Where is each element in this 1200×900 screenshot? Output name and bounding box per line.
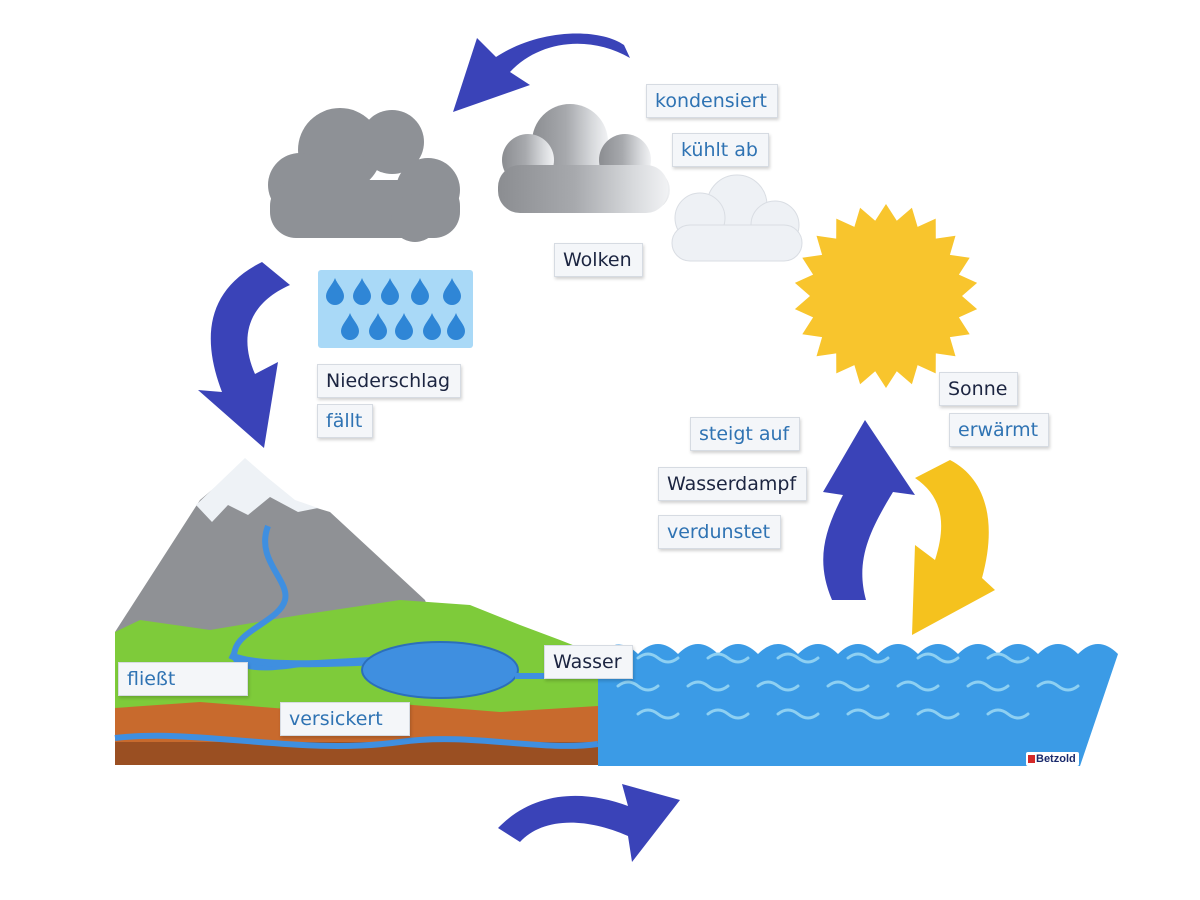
wave-icon (706, 708, 750, 720)
cycle-arrow-icon (198, 262, 290, 448)
wave-icon (986, 708, 1030, 720)
wave-icon (846, 708, 890, 720)
label-wasser[interactable]: Wasser (544, 645, 633, 679)
wave-icon (986, 652, 1030, 664)
label-steigt-auf[interactable]: steigt auf (690, 417, 801, 451)
mountain-icon (115, 458, 440, 640)
raindrop-icon (318, 270, 473, 348)
cycle-arrow-icon (453, 33, 630, 112)
cycle-arrow-icon (498, 784, 680, 862)
land-layer (114, 524, 599, 765)
wave-icon (846, 652, 890, 664)
raindrop-icon (369, 313, 387, 340)
raindrop-icon (381, 278, 399, 305)
label-faellt[interactable]: fällt (317, 404, 374, 438)
cloud-icon (268, 108, 460, 242)
label-fliesst[interactable]: fließt (118, 662, 248, 696)
label-erwaermt[interactable]: erwärmt (949, 413, 1050, 447)
wave-icon (616, 680, 660, 692)
wave-icon (706, 652, 750, 664)
wave-icon (776, 652, 820, 664)
cloud-icon (498, 104, 670, 213)
label-wolken[interactable]: Wolken (554, 243, 643, 277)
raindrop-icon (326, 278, 344, 305)
label-kuehlt-ab[interactable]: kühlt ab (672, 133, 769, 167)
cloud-icon (671, 174, 803, 262)
label-verdunstet[interactable]: verdunstet (658, 515, 782, 549)
wave-icon (686, 680, 730, 692)
raindrop-icon (423, 313, 441, 340)
wave-icon (1036, 680, 1080, 692)
brand-logo: Betzold (1026, 752, 1079, 766)
wave-icon (966, 680, 1010, 692)
wave-icon (636, 652, 680, 664)
brand-mark-icon (1028, 755, 1035, 763)
wave-icon (896, 680, 940, 692)
sun-icon (794, 204, 978, 388)
wave-icon (776, 708, 820, 720)
raindrop-icon (395, 313, 413, 340)
sea (598, 644, 1118, 766)
wave-icon (756, 680, 800, 692)
cycle-arrow-icon (823, 420, 915, 600)
brand-text: Betzold (1036, 753, 1076, 765)
raindrop-icon (411, 278, 429, 305)
cycle-arrow-icon (912, 460, 995, 635)
label-niederschlag[interactable]: Niederschlag (317, 364, 462, 398)
raindrop-icon (353, 278, 371, 305)
label-sonne[interactable]: Sonne (939, 372, 1019, 406)
label-wasserdampf[interactable]: Wasserdampf (658, 467, 808, 501)
label-kondensiert[interactable]: kondensiert (646, 84, 778, 118)
label-versickert[interactable]: versickert (280, 702, 410, 736)
raindrop-icon (447, 313, 465, 340)
raindrop-icon (443, 278, 461, 305)
wave-icon (916, 652, 960, 664)
wave-icon (826, 680, 870, 692)
raindrop-icon (341, 313, 359, 340)
wave-icon (636, 708, 680, 720)
wave-icon (916, 708, 960, 720)
